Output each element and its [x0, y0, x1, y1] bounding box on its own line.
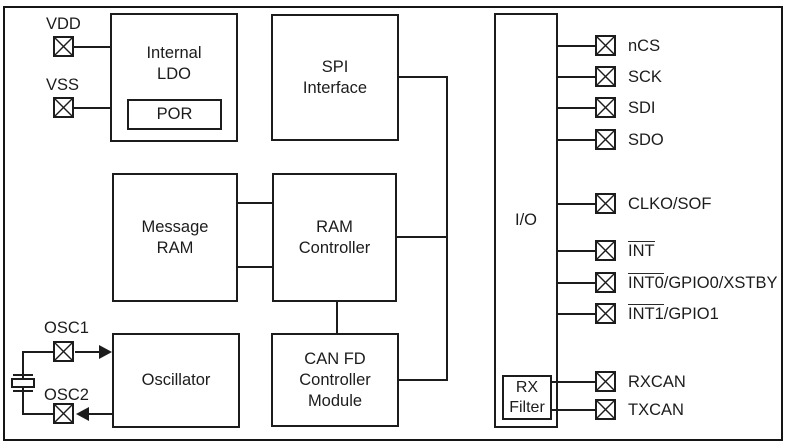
block-ram-controller: RAM Controller — [272, 173, 397, 302]
pin-text: RXCAN — [628, 373, 686, 391]
pin-text: /GPIO0/XSTBY — [663, 274, 778, 292]
wire-stub-int — [558, 250, 595, 252]
pin-pad-icon — [53, 36, 74, 57]
diagram-border — [3, 6, 783, 441]
pin-overline: INT0 — [628, 273, 664, 292]
pin-pad-icon — [595, 303, 616, 324]
wire-osc2-arrow — [89, 413, 112, 415]
block-ram-controller-label: RAM Controller — [298, 217, 371, 257]
pin-label-sdo: SDO — [628, 130, 664, 150]
pin-label-vss: VSS — [46, 76, 80, 94]
pin-pad-icon — [53, 97, 74, 118]
crystal-plate-bottom — [13, 390, 33, 392]
crystal-plate-top — [13, 374, 33, 376]
wire-spi-bus — [399, 76, 448, 78]
wire-stub-clko — [558, 203, 595, 205]
pin-pad-icon — [595, 371, 616, 392]
wire-bus-vertical — [446, 76, 448, 381]
block-oscillator: Oscillator — [112, 333, 240, 428]
wire-stub-int1 — [558, 313, 595, 315]
block-can-fd-label: CAN FD Controller Module — [299, 349, 371, 410]
pin-label-ncs: nCS — [628, 36, 660, 56]
pin-pad-icon — [595, 240, 616, 261]
pin-label-sck: SCK — [628, 67, 662, 87]
pin-label-osc2: OSC2 — [44, 386, 89, 404]
pin-label-vdd: VDD — [46, 15, 81, 33]
wire-vdd-ldo — [74, 46, 110, 48]
block-rx-filter: RX Filter — [502, 375, 552, 420]
wire-osc1-arrow — [75, 351, 99, 353]
wire-stub-sdo — [558, 139, 595, 141]
block-spi-interface: SPI Interface — [271, 14, 399, 141]
block-por: POR — [127, 99, 222, 130]
pin-pad-icon — [595, 272, 616, 293]
pin-text: TXCAN — [628, 401, 684, 419]
pin-text: SDI — [628, 99, 656, 117]
wire-stub-sck — [558, 76, 595, 78]
pin-pad-icon — [595, 129, 616, 150]
block-message-ram: Message RAM — [112, 173, 238, 302]
pin-text: nCS — [628, 37, 661, 55]
pin-pad-icon — [595, 97, 616, 118]
arrow-left-icon — [76, 407, 89, 421]
pin-label-osc1: OSC1 — [44, 319, 89, 337]
pin-label-clko-sof: CLKO/SOF — [628, 194, 711, 214]
arrow-right-icon — [99, 345, 112, 359]
wire-crystal-osc2 — [22, 413, 53, 415]
wire-canfd-bus — [399, 379, 448, 381]
pin-pad-icon — [595, 66, 616, 87]
block-io-label: I/O — [514, 211, 537, 229]
block-internal-ldo-label: Internal LDO — [146, 44, 202, 83]
wire-stub-txcan — [552, 409, 595, 411]
wire-stub-sdi — [558, 107, 595, 109]
pin-label-int0-gpio0-xstby: INT0/GPIO0/XSTBY — [628, 273, 777, 293]
block-message-ram-label: Message RAM — [141, 217, 209, 257]
pin-pad-icon — [53, 403, 74, 424]
pin-label-int: INT — [628, 241, 655, 261]
wire-crystal-osc1 — [22, 351, 53, 353]
wire-msgram-ramctl-top — [238, 202, 272, 204]
block-oscillator-label: Oscillator — [141, 371, 211, 389]
wire-stub-int0 — [558, 282, 595, 284]
pin-text: SDO — [628, 131, 664, 149]
block-rx-filter-label: RX Filter — [509, 378, 545, 416]
wire-ramctl-bus — [397, 236, 448, 238]
pin-pad-icon — [53, 341, 74, 362]
pin-text: CLKO/SOF — [628, 195, 712, 213]
block-can-fd-controller-module: CAN FD Controller Module — [271, 333, 399, 427]
wire-stub-rxcan — [552, 381, 595, 383]
pin-label-int1-gpio1: INT1/GPIO1 — [628, 304, 719, 324]
wire-stub-ncs — [558, 45, 595, 47]
wire-msgram-ramctl-bottom — [238, 266, 272, 268]
block-io: I/O — [494, 13, 558, 428]
pin-overline: INT — [628, 241, 655, 260]
wire-vss-ldo — [74, 107, 110, 109]
pin-text: SCK — [628, 68, 662, 86]
pin-overline: INT1 — [628, 304, 664, 323]
pin-text: /GPIO1 — [663, 305, 719, 323]
pin-pad-icon — [595, 399, 616, 420]
block-spi-interface-label: SPI Interface — [302, 57, 368, 97]
pin-label-txcan: TXCAN — [628, 400, 684, 420]
block-por-label: POR — [156, 105, 193, 123]
crystal-icon — [11, 378, 35, 388]
pin-pad-icon — [595, 193, 616, 214]
pin-label-sdi: SDI — [628, 98, 656, 118]
pin-pad-icon — [595, 35, 616, 56]
wire-ramctl-canfd — [336, 302, 338, 333]
pin-label-rxcan: RXCAN — [628, 372, 686, 392]
